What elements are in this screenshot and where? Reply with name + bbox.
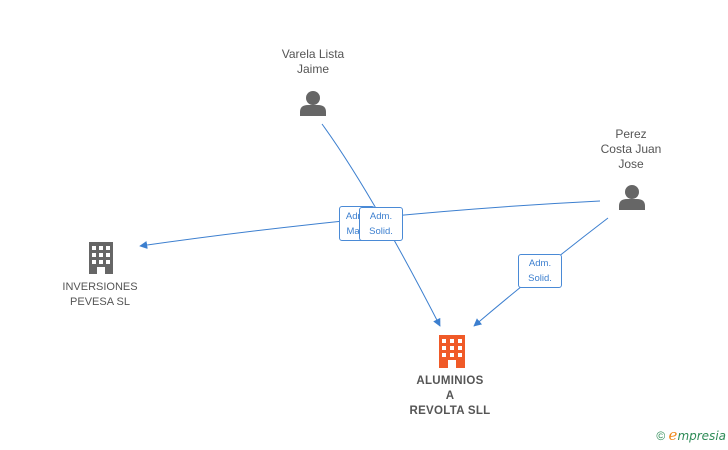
copyright-icon: © [656,429,666,443]
person-icon-perez[interactable] [619,185,645,210]
building-icon-aluminios[interactable] [439,335,465,368]
edge-label-adm-solid-varela[interactable]: Adm. Solid. [359,207,403,241]
person-label-perez[interactable]: Perez Costa Juan Jose [600,127,662,171]
brand-name: mpresia [677,429,726,443]
person-label-varela[interactable]: Varela Lista Jaime [281,47,345,76]
building-icon-inversiones[interactable] [89,242,113,274]
empresia-watermark: © empresia [656,426,726,444]
company-label-inversiones[interactable]: INVERSIONES PEVESA SL [62,281,138,308]
person-icon-varela[interactable] [300,91,326,116]
brand-initial: e [668,426,678,444]
edge-label-adm-solid-perez[interactable]: Adm. Solid. [518,254,562,288]
company-label-aluminios[interactable]: ALUMINIOS A REVOLTA SLL [409,375,491,417]
